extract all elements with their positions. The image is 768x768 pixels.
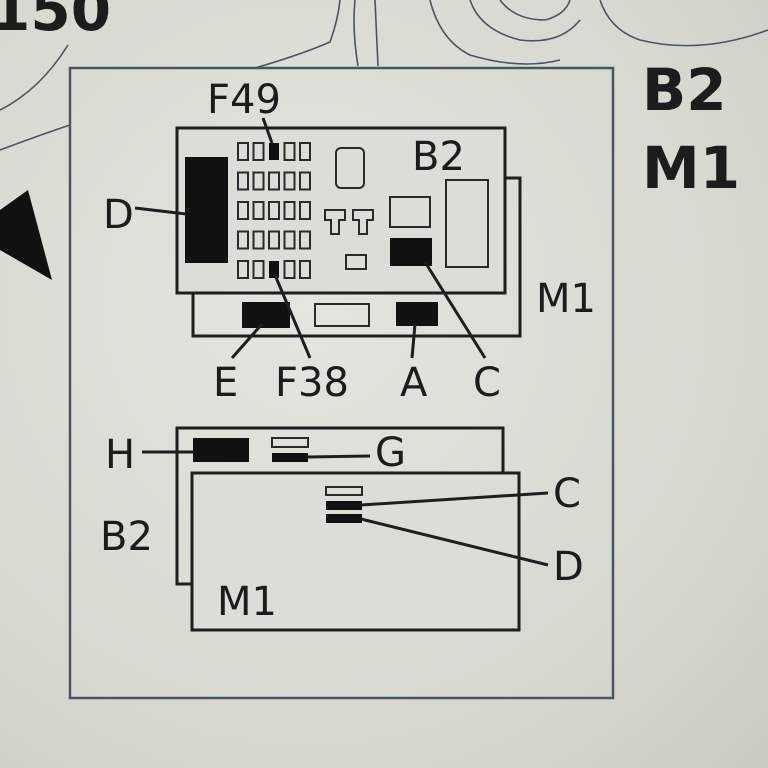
relay-small-shapes — [324, 209, 374, 235]
background-contours — [0, 0, 768, 151]
component-tall — [445, 179, 489, 268]
label-connector-g: G — [375, 430, 406, 476]
connector-e-block — [242, 302, 290, 328]
diagram-frame — [68, 66, 615, 700]
relay-shape — [335, 147, 365, 189]
label-f49: F49 — [207, 77, 281, 123]
side-label-m1: M1 — [642, 134, 740, 202]
fuse — [268, 201, 280, 220]
connector-a-block — [396, 302, 438, 326]
connector-empty — [314, 303, 370, 327]
fuse-f49 — [269, 143, 279, 160]
fuse — [252, 171, 265, 191]
fuse — [299, 260, 311, 279]
fuse — [299, 230, 311, 250]
component-box — [389, 196, 431, 228]
fuse — [283, 260, 296, 279]
connector-c-side-block — [326, 501, 362, 510]
fuse — [268, 230, 280, 250]
connector-c-block — [390, 238, 432, 266]
side-label-b2: B2 — [642, 56, 727, 124]
label-connector-d: D — [103, 192, 134, 238]
fuse — [283, 171, 296, 191]
fuse — [252, 260, 265, 279]
fuse — [237, 171, 249, 191]
page-header-fragment: 150 — [0, 0, 111, 44]
label-f38: F38 — [275, 360, 349, 406]
fuse — [299, 171, 311, 191]
fuse — [283, 142, 296, 161]
label-connector-c-side: C — [553, 471, 581, 517]
fuse-grid — [237, 142, 311, 279]
fuse — [268, 171, 280, 191]
fuse — [299, 201, 311, 220]
label-connector-c: C — [473, 360, 501, 406]
connector-h-block — [193, 438, 249, 462]
fuse — [283, 201, 296, 220]
label-connector-d-side: D — [553, 544, 584, 590]
fuse — [299, 142, 311, 161]
fuse-f38 — [269, 261, 279, 278]
arrow-icon — [0, 190, 52, 280]
label-board-m1-side: M1 — [217, 579, 277, 625]
connector-d-block — [185, 157, 228, 263]
fuse — [252, 142, 265, 161]
label-connector-e: E — [213, 360, 238, 406]
small-component — [345, 254, 367, 270]
connector-g-open — [271, 437, 309, 448]
label-board-b2-side: B2 — [100, 514, 153, 560]
fuse — [252, 201, 265, 220]
label-board-b2: B2 — [412, 134, 465, 180]
label-connector-h: H — [105, 432, 135, 478]
label-connector-a: A — [400, 360, 428, 406]
fuse — [252, 230, 265, 250]
connector-open — [325, 486, 363, 496]
connector-g-block — [272, 453, 308, 462]
fuse — [237, 260, 249, 279]
top-view: F49 B2 D M1 E F38 A C — [103, 77, 596, 406]
label-board-m1: M1 — [536, 276, 596, 322]
fuse — [237, 230, 249, 250]
connector-d-side-block — [326, 514, 362, 523]
fuse — [237, 142, 249, 161]
bottom-view: H G C D B2 M1 — [100, 426, 584, 632]
fuse — [283, 230, 296, 250]
fuse — [237, 201, 249, 220]
